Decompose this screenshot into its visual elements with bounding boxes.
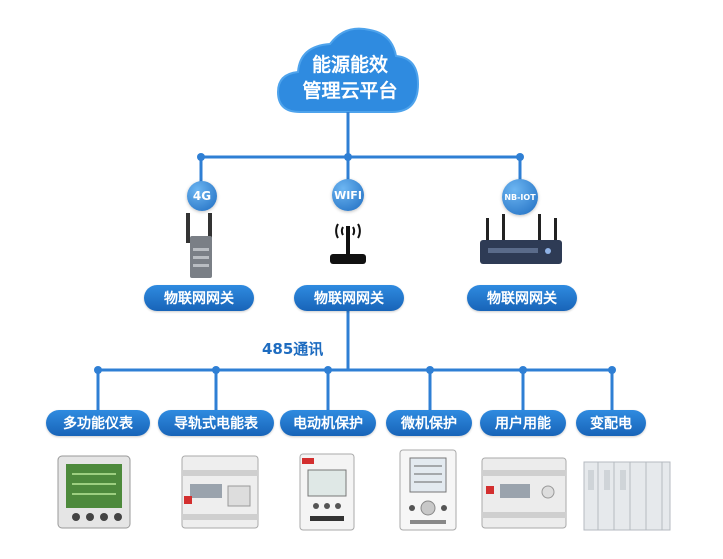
gateway-pill-3: 物联网网关 — [467, 285, 577, 311]
device-pill-multifunction-meter: 多功能仪表 — [46, 410, 150, 436]
4g-router-icon — [186, 213, 212, 278]
connector-nodes — [94, 153, 616, 374]
bus-label-485: 485通讯 — [262, 340, 324, 358]
device-pill-microcomputer-protection: 微机保护 — [386, 410, 472, 436]
multifunction-meter-icon — [57, 455, 131, 529]
microcomputer-protection-icon — [399, 449, 457, 531]
cloud-shape — [276, 27, 420, 113]
device-pill-motor-protection: 电动机保护 — [280, 410, 376, 436]
cloud-title-line1: 能源能效 — [311, 54, 388, 76]
cloud-title-line2: 管理云平台 — [302, 80, 398, 102]
device-pill-substation: 变配电 — [576, 410, 646, 436]
network-badge-wifi: WIFI — [332, 179, 364, 211]
motor-protector-icon — [299, 453, 355, 531]
device-pill-din-rail-meter: 导轨式电能表 — [158, 410, 274, 436]
connector-lines — [96, 112, 614, 410]
cloud-platform-title: 能源能效 管理云平台 — [290, 52, 410, 104]
network-badge-4g: 4G — [187, 181, 217, 211]
nb-iot-router-icon — [480, 214, 562, 264]
switchgear-cabinet-icon — [583, 461, 671, 531]
network-badge-nb-iot: NB-IOT — [502, 179, 538, 215]
gateway-pill-2: 物联网网关 — [294, 285, 404, 311]
wifi-router-icon — [330, 223, 366, 264]
gateway-pill-1: 物联网网关 — [144, 285, 254, 311]
user-energy-meter-icon — [481, 457, 567, 529]
din-rail-energy-meter-icon — [181, 455, 259, 529]
device-pill-user-energy: 用户用能 — [480, 410, 566, 436]
